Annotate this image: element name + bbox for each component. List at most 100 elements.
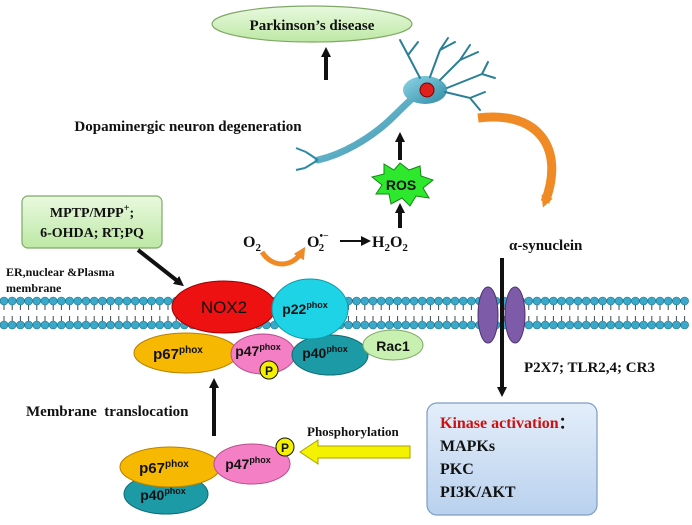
neuron-degeneration-label: Dopaminergic neuron degeneration [74, 119, 302, 135]
lipid-head [680, 320, 689, 330]
lipid-head [368, 320, 378, 330]
lipid-head [631, 320, 640, 330]
lipid-head [557, 296, 566, 306]
lipid-head [393, 320, 402, 330]
lipid-head [385, 320, 394, 330]
lipid-head [401, 320, 411, 330]
phosphate-marker-cytosol-label: P [281, 441, 289, 455]
lipid-head [48, 320, 58, 330]
lipid-head [24, 320, 33, 330]
toxin-line-2: 6-OHDA; RT;PQ [40, 226, 144, 241]
lipid-head [352, 296, 361, 306]
lipid-head [65, 296, 74, 306]
rac1-label: Rac1 [376, 338, 410, 354]
lipid-head [573, 320, 583, 330]
lipid-head [81, 320, 91, 330]
p67-label: p67phox [153, 345, 203, 363]
lipid-head [376, 320, 386, 330]
lipid-head [606, 320, 616, 330]
lipid-head [98, 296, 107, 306]
lipid-head [622, 296, 632, 306]
lipid-head [590, 320, 599, 330]
superoxide-label: O•−2 [307, 231, 329, 254]
lipid-head [73, 296, 83, 306]
alpha-synuclein-label: α-synuclein [509, 238, 583, 254]
lipid-head [614, 296, 624, 306]
toxin-box [21, 195, 163, 249]
membrane-label-line-1: ER,nuclear &Plasma [6, 265, 114, 279]
lipid-head [81, 296, 91, 306]
lipid-head [16, 296, 25, 306]
lipid-head [155, 296, 165, 306]
lipid-head [89, 320, 99, 330]
phosphate-marker-cytosol [275, 437, 295, 457]
cytosol-p47-subunit [213, 443, 291, 485]
lipid-head [409, 296, 419, 306]
lipid-head [532, 296, 542, 306]
lipid-head [409, 320, 419, 330]
lipid-head [352, 320, 361, 330]
lipid-head [672, 320, 681, 330]
lipid-head [598, 320, 607, 330]
lipid-head [171, 320, 181, 330]
p22-label: p22phox [282, 300, 328, 317]
kinase-activation-title: Kinase activation： [440, 415, 575, 432]
kinase-item-mapks: MAPKs [440, 438, 495, 455]
neuron-illustration [295, 37, 496, 171]
lipid-head [606, 296, 616, 306]
lipid-head [450, 296, 460, 306]
lipid-head [639, 296, 648, 306]
lipid-head [639, 320, 648, 330]
lipid-head [368, 296, 378, 306]
lipid-head [114, 320, 124, 330]
lipid-head [89, 296, 99, 306]
membrane-label-line-2: membrane [6, 281, 62, 295]
lipid-head [122, 320, 132, 330]
kinase-activation-box [426, 402, 598, 516]
lipid-head [434, 320, 443, 330]
ros-starburst [370, 162, 435, 207]
lipid-head [458, 320, 468, 330]
oxygen-label: O2 [243, 234, 261, 254]
lipid-head [655, 296, 665, 306]
lipid-head [401, 296, 411, 306]
lipid-head [163, 320, 173, 330]
lipid-head [24, 296, 33, 306]
lipid-head [426, 320, 435, 330]
lipid-head [32, 296, 42, 306]
lipid-head [532, 320, 542, 330]
lipid-head [663, 296, 673, 306]
lipid-head [680, 296, 689, 306]
lipid-head [467, 296, 476, 306]
lipid-head [385, 296, 394, 306]
arrow-toxins-to-nox2 [136, 248, 184, 287]
lipid-head [155, 320, 165, 330]
lipid-head [130, 296, 140, 306]
hydrogen-peroxide-label: H2O2 [372, 234, 408, 254]
lipid-head [524, 320, 534, 330]
lipid-head [106, 320, 115, 330]
lipid-head [590, 296, 599, 306]
rac1-subunit [362, 329, 424, 361]
lipid-head [98, 320, 107, 330]
lipid-head [573, 296, 583, 306]
lipid-head [40, 296, 50, 306]
lipid-head [106, 296, 115, 306]
phosphorylation-label: Phosphorylation [307, 424, 400, 439]
phosphate-marker-membrane-label: P [265, 364, 273, 378]
parkinsons-disease-box [211, 5, 413, 43]
lipid-head [48, 296, 58, 306]
lipid-head [147, 296, 156, 306]
kinase-item-pkc: PKC [440, 461, 474, 478]
lipid-head [450, 320, 460, 330]
lipid-head [549, 320, 558, 330]
cytosol-p67-label: p67phox [139, 459, 189, 477]
lipid-head [647, 320, 657, 330]
p22-subunit [271, 278, 349, 340]
lipid-head [114, 296, 124, 306]
lipid-head [147, 320, 156, 330]
lipid-head [540, 296, 550, 306]
lipid-head [40, 320, 50, 330]
lipid-head [122, 296, 132, 306]
